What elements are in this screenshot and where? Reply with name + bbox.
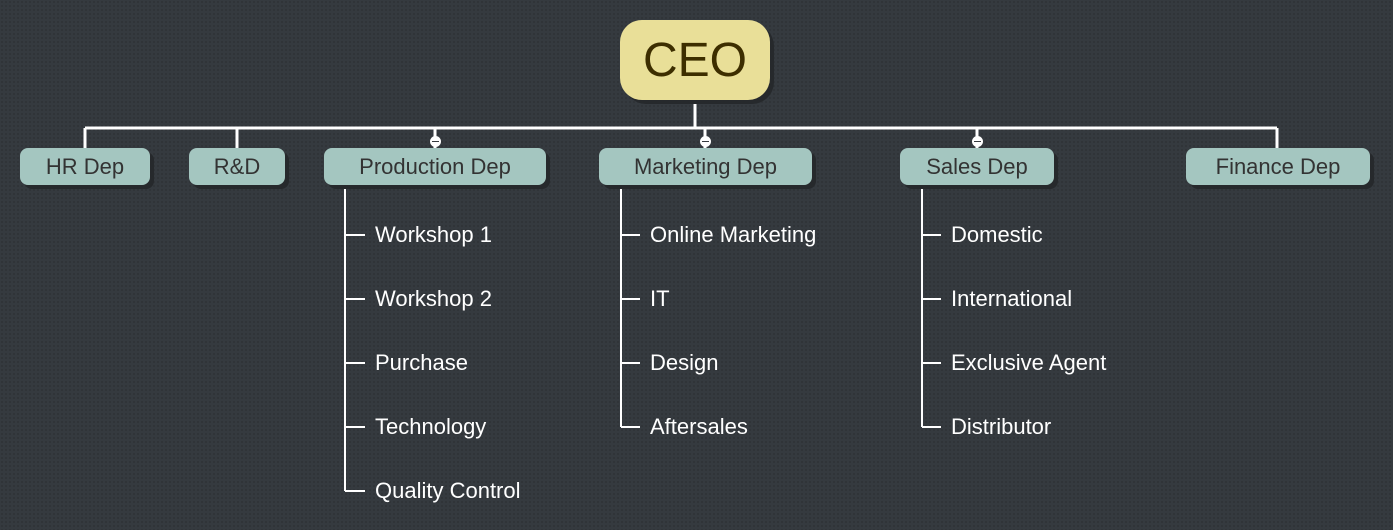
node-quality-control[interactable]: Quality Control (375, 478, 521, 503)
dept-marketing[interactable]: Marketing Dep (599, 148, 812, 185)
dept-rnd[interactable]: R&D (189, 148, 285, 185)
ceo-node[interactable]: CEO (620, 20, 770, 100)
dept-production[interactable]: Production Dep (324, 148, 546, 185)
node-exclusive-agent[interactable]: Exclusive Agent (951, 350, 1107, 375)
node-workshop-1[interactable]: Workshop 1 (375, 222, 492, 247)
dept-label: R&D (213, 153, 261, 179)
dept-label: Sales Dep (926, 153, 1028, 179)
collapse-icon[interactable] (972, 136, 983, 147)
dept-label: Marketing Dep (633, 153, 778, 179)
node-technology[interactable]: Technology (375, 414, 487, 439)
dept-sales[interactable]: Sales Dep (900, 148, 1054, 185)
node-purchase[interactable]: Purchase (375, 350, 468, 375)
dept-label: HR Dep (45, 153, 125, 179)
collapse-icon[interactable] (700, 136, 711, 147)
node-it[interactable]: IT (650, 286, 670, 311)
dept-finance[interactable]: Finance Dep (1186, 148, 1370, 185)
node-design[interactable]: Design (650, 350, 719, 375)
node-distributor[interactable]: Distributor (951, 414, 1052, 439)
dept-hr[interactable]: HR Dep (20, 148, 150, 185)
dept-label: Production Dep (359, 153, 511, 179)
ceo-label: CEO (642, 33, 747, 87)
dept-label: Finance Dep (1215, 153, 1341, 179)
node-online-marketing[interactable]: Online Marketing (650, 222, 817, 247)
node-aftersales[interactable]: Aftersales (650, 414, 748, 439)
node-international[interactable]: International (951, 286, 1073, 311)
node-domestic[interactable]: Domestic (951, 222, 1043, 247)
node-workshop-2[interactable]: Workshop 2 (375, 286, 492, 311)
collapse-icon[interactable] (430, 136, 441, 147)
